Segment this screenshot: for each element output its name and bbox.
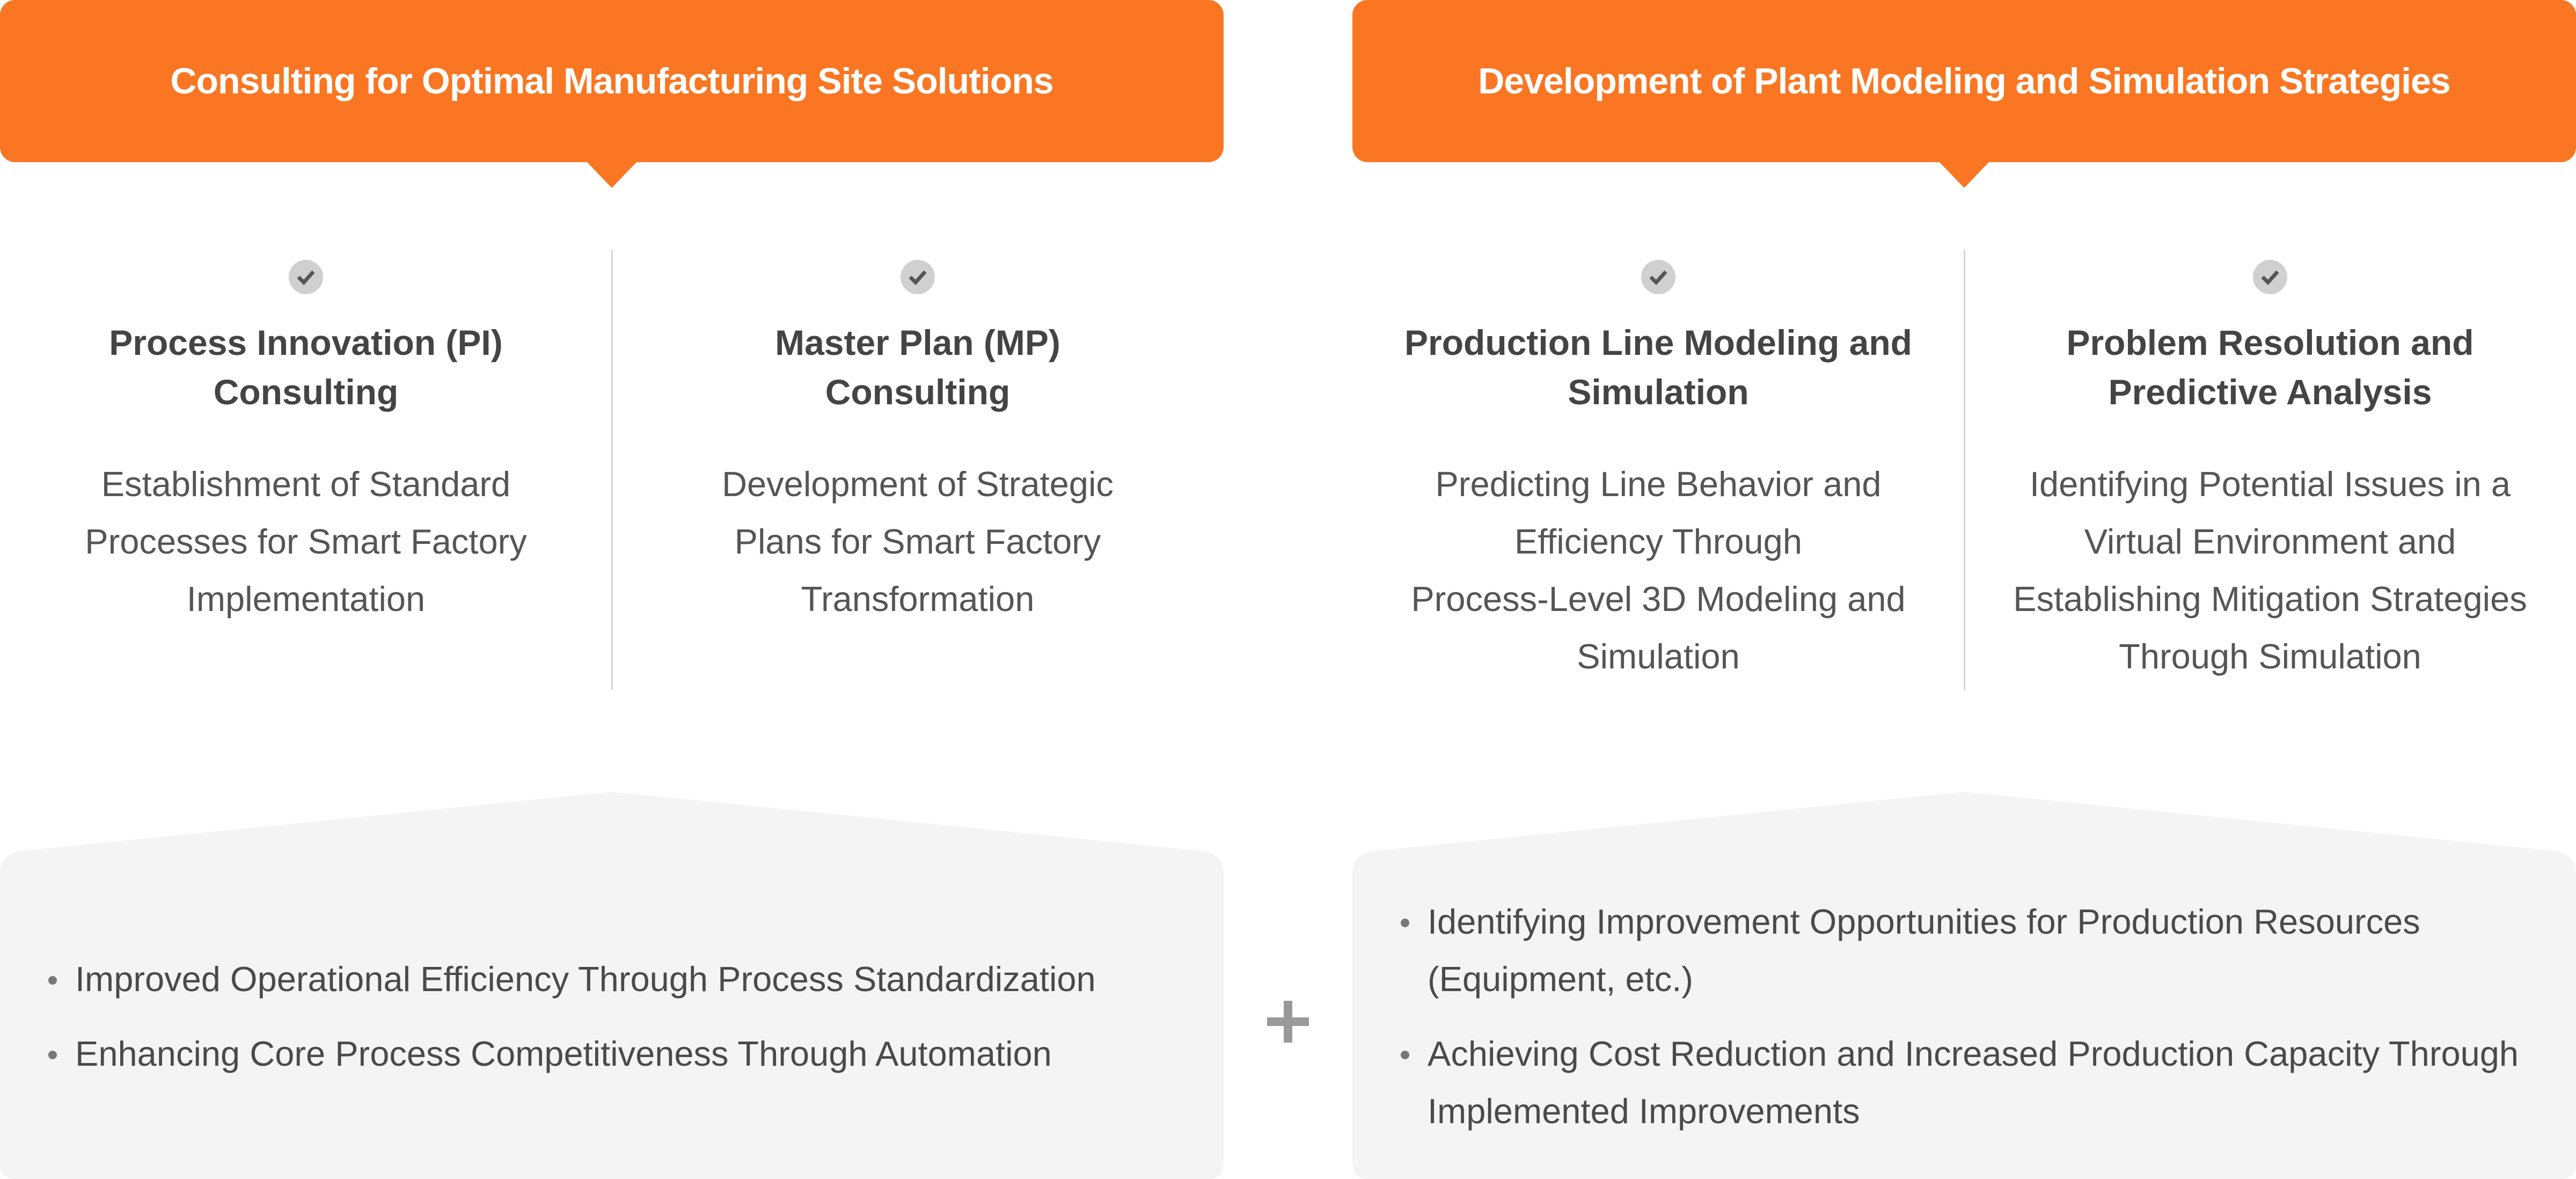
service-description: Predicting Line Behavior and Efficiency … [1411, 464, 1906, 676]
panel-header-title: Consulting for Optimal Manufacturing Sit… [170, 61, 1053, 101]
header-pointer [586, 161, 638, 188]
header-pointer [1938, 161, 1990, 188]
check-circle-icon [2253, 260, 2287, 294]
service-title: Problem Resolution and Predictive Analys… [2066, 323, 2474, 412]
service-title: Master Plan (MP) Consulting [775, 323, 1060, 412]
service-description: Development of Strategic Plans for Smart… [722, 464, 1114, 618]
service-title: Process Innovation (PI) Consulting [109, 323, 503, 412]
service-column: Process Innovation (PI) Consulting Estab… [0, 252, 612, 628]
service-description: Establishment of Standard Processes for … [85, 464, 527, 618]
benefit-item: Enhancing Core Process Competitiveness T… [48, 1025, 1191, 1082]
service-column: Master Plan (MP) Consulting Development … [612, 252, 1224, 628]
service-column: Problem Resolution and Predictive Analys… [1964, 252, 2576, 685]
service-column: Production Line Modeling and Simulation … [1352, 252, 1964, 685]
service-description: Identifying Potential Issues in a Virtua… [2013, 464, 2527, 676]
check-circle-icon [901, 260, 935, 294]
panel-header: Development of Plant Modeling and Simula… [1352, 0, 2576, 162]
column-divider [1964, 250, 1965, 690]
panel-modeling: Development of Plant Modeling and Simula… [1352, 0, 2576, 1179]
benefit-item: Identifying Improvement Opportunities fo… [1401, 893, 2544, 1008]
panel-consulting: Consulting for Optimal Manufacturing Sit… [0, 0, 1224, 1179]
benefits-list: Identifying Improvement Opportunities fo… [1401, 854, 2544, 1179]
column-divider [611, 250, 613, 690]
panel-header-title: Development of Plant Modeling and Simula… [1478, 61, 2450, 101]
benefits-box [1352, 792, 2576, 1179]
benefits-list: Improved Operational Efficiency Through … [48, 854, 1191, 1179]
service-title: Production Line Modeling and Simulation [1404, 323, 1912, 412]
panel-header: Consulting for Optimal Manufacturing Sit… [0, 0, 1224, 162]
plus-icon [1267, 1001, 1309, 1043]
check-circle-icon [289, 260, 323, 294]
benefits-box [0, 792, 1224, 1179]
check-circle-icon [1641, 260, 1675, 294]
benefit-item: Improved Operational Efficiency Through … [48, 950, 1191, 1008]
benefit-item: Achieving Cost Reduction and Increased P… [1401, 1025, 2544, 1140]
